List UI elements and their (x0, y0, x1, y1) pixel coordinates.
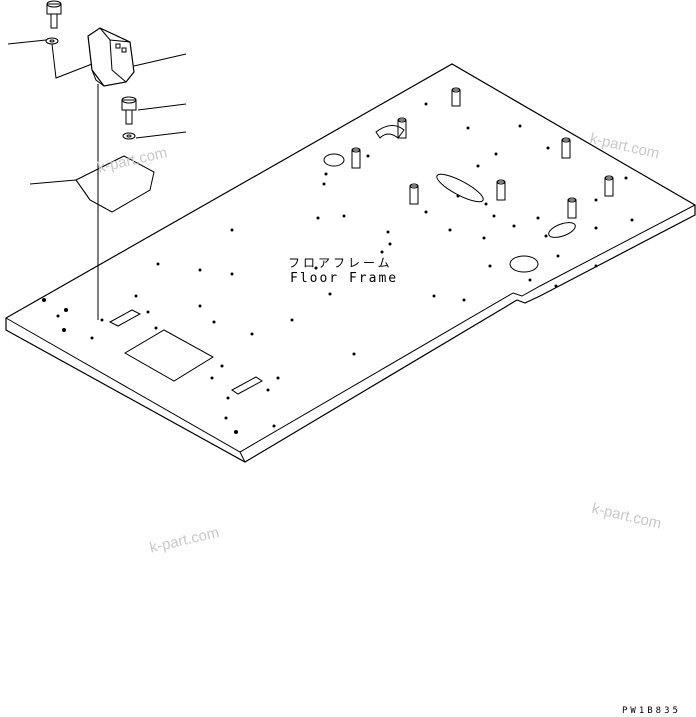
washer-middle (122, 132, 136, 140)
stud (409, 183, 419, 205)
part-name-jp: フロアフレーム (288, 256, 393, 270)
round-hole-large (509, 255, 539, 273)
stud (451, 87, 461, 107)
stud (561, 137, 571, 159)
stud (604, 175, 614, 197)
slot-oval-right (548, 222, 576, 238)
leader-lines (7, 39, 187, 320)
plate-studs (351, 87, 614, 219)
part-name-en: Floor Frame (290, 271, 399, 286)
bracket-hole (375, 125, 405, 139)
stud (567, 197, 577, 219)
figure-code: PW1B835 (622, 706, 681, 716)
bolt-top (46, 0, 62, 29)
slot-lower (231, 376, 263, 395)
small-slot-left (108, 309, 142, 327)
bolt-middle (121, 96, 137, 125)
bolt-holes (42, 102, 634, 434)
exploded-parts (45, 0, 155, 213)
slot-oval-center (436, 173, 484, 203)
washer-top (45, 37, 59, 45)
bracket-part (87, 27, 135, 87)
stud (397, 117, 407, 139)
square-opening (124, 329, 214, 382)
round-hole-top (323, 153, 345, 167)
stud (496, 179, 506, 201)
stud (351, 147, 361, 169)
cover-plate (75, 155, 155, 213)
floor-frame-plate (5, 63, 696, 463)
